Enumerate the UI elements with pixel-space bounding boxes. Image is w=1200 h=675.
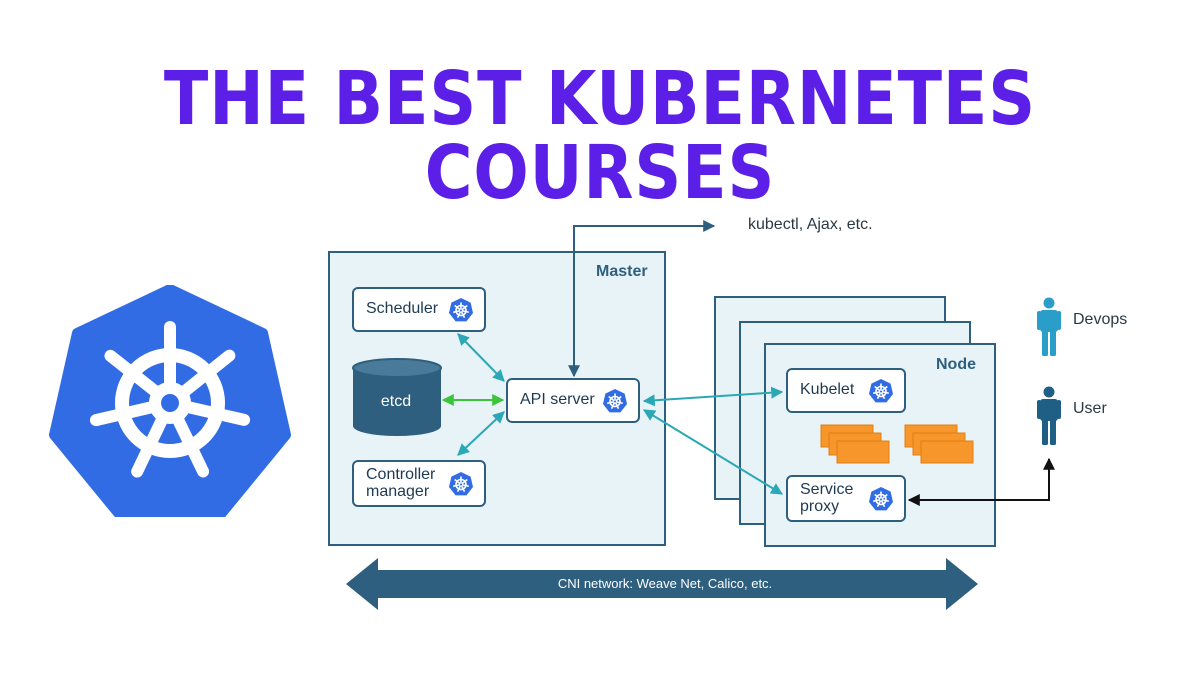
scheduler-api-arrow xyxy=(457,333,505,382)
node-label: Node xyxy=(936,356,976,373)
kubectl-connector xyxy=(568,220,716,378)
scheduler-label: Scheduler xyxy=(366,300,439,318)
cni-network-bar xyxy=(346,558,978,610)
etcd-label: etcd xyxy=(380,393,412,410)
devops-label: Devops xyxy=(1073,311,1128,328)
page-title: THE BEST KUBERNETES COURSES xyxy=(163,56,1037,216)
pod-stack-left-icon xyxy=(820,424,890,464)
api-server-label: API server xyxy=(520,391,595,409)
user-label: User xyxy=(1073,400,1107,417)
api-proxy-arrow xyxy=(642,409,784,495)
controller-manager-label: Controller manager xyxy=(366,465,436,501)
cni-network-label: CNI network: Weave Net, Calico, etc. xyxy=(557,576,773,591)
user-proxy-arrow xyxy=(907,457,1055,506)
etcd-database-icon xyxy=(352,358,442,436)
kubernetes-helm-icon xyxy=(869,486,893,510)
kubernetes-helm-icon xyxy=(449,471,473,495)
service-proxy-box: Service proxy xyxy=(786,475,906,522)
user-person-icon xyxy=(1037,386,1061,445)
controller-manager-box: Controller manager xyxy=(352,460,486,507)
kubelet-label: Kubelet xyxy=(800,381,855,399)
devops-person-icon xyxy=(1037,297,1061,356)
api-kubelet-arrow xyxy=(642,386,784,407)
api-server-box: API server xyxy=(506,378,640,423)
controller-api-arrow xyxy=(457,411,505,456)
kubernetes-logo-icon xyxy=(49,285,291,517)
service-proxy-label: Service proxy xyxy=(800,480,854,516)
service-proxy-line1: Service xyxy=(800,480,854,498)
kubelet-box: Kubelet xyxy=(786,368,906,413)
kubernetes-helm-icon xyxy=(869,378,893,402)
kubernetes-helm-icon xyxy=(449,297,473,321)
controller-manager-line1: Controller xyxy=(366,465,436,483)
kubernetes-helm-icon xyxy=(603,388,627,412)
controller-manager-line2: manager xyxy=(366,482,430,500)
scheduler-box: Scheduler xyxy=(352,287,486,332)
pod-stack-right-icon xyxy=(904,424,974,464)
service-proxy-line2: proxy xyxy=(800,497,840,515)
external-clients-label: kubectl, Ajax, etc. xyxy=(748,216,873,233)
